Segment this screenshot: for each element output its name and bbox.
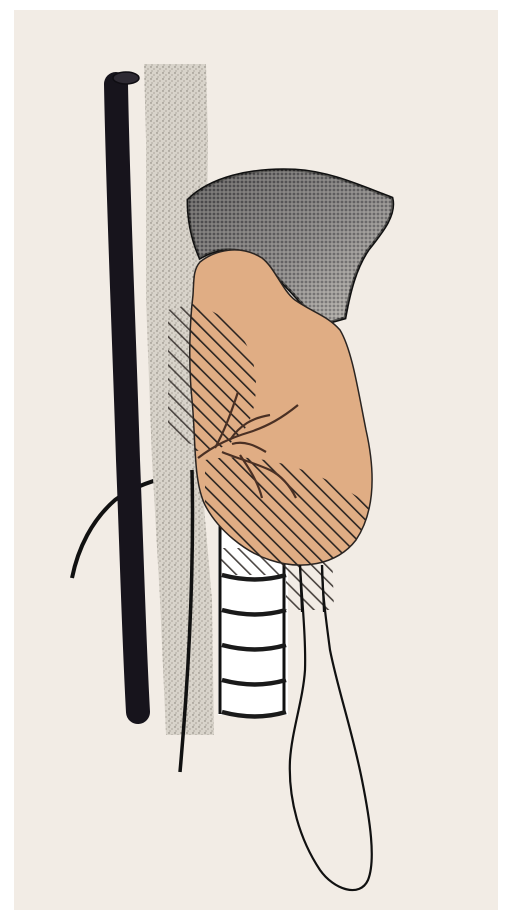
vessel-opening — [113, 72, 139, 84]
upper-pole-hatched-margin — [168, 306, 200, 445]
